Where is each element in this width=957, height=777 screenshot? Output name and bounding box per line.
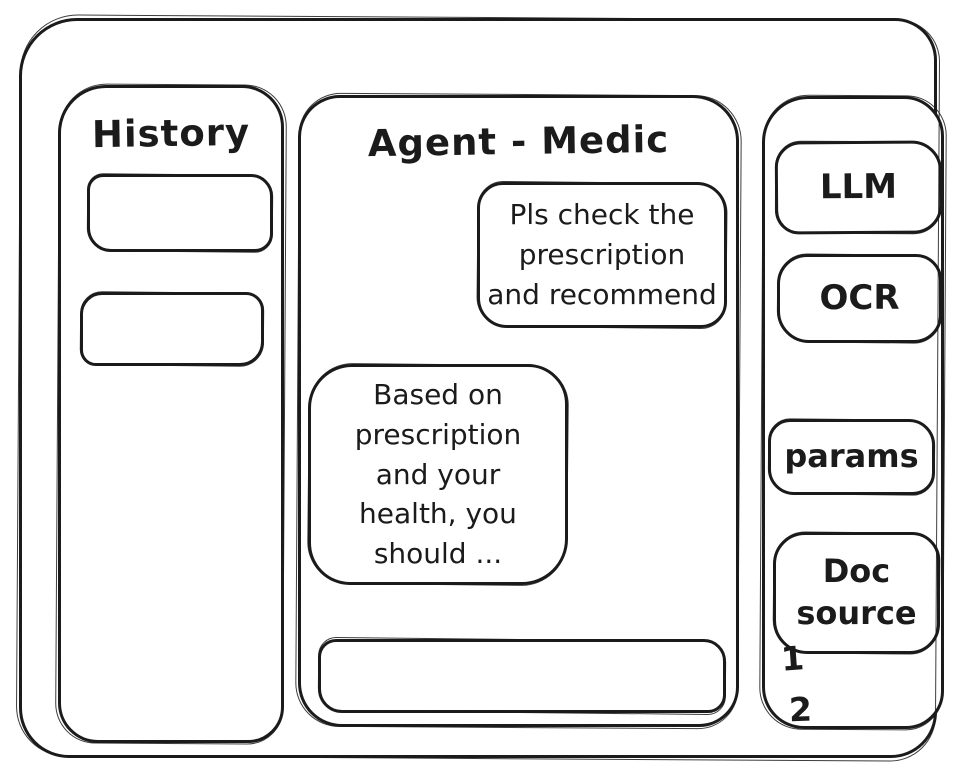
doc-source-button-label-line: source: [796, 594, 917, 632]
message-line: prescription: [518, 238, 686, 272]
message-input-bar[interactable]: [318, 639, 726, 713]
message-input[interactable]: [321, 642, 723, 710]
doc-source-button-label-line: Doc: [822, 552, 891, 591]
llm-button[interactable]: LLM: [774, 140, 943, 235]
doc-source-item-1[interactable]: 1: [779, 638, 806, 679]
message-line: should ...: [373, 537, 503, 571]
ocr-button[interactable]: OCR: [777, 254, 942, 343]
message-line: Pls check the: [509, 198, 695, 232]
chat-panel: Agent - Medic Pls check the prescription…: [298, 95, 739, 727]
history-item[interactable]: [87, 174, 273, 252]
user-message-bubble: Pls check the prescription and recommend: [477, 182, 727, 328]
doc-source-item-2[interactable]: 2: [788, 689, 813, 730]
app-window-frame: History Agent - Medic Pls check the pres…: [19, 18, 944, 758]
message-line: health, you: [359, 497, 517, 531]
params-button-label: params: [784, 437, 919, 476]
tools-panel: LLM OCR params Doc source 1 2: [762, 96, 944, 729]
history-panel-title: History: [91, 110, 251, 157]
llm-button-label: LLM: [819, 167, 898, 208]
history-item[interactable]: [80, 292, 264, 366]
history-panel: History: [58, 85, 284, 743]
chat-panel-title: Agent - Medic: [367, 117, 670, 166]
message-line: and your: [375, 457, 501, 491]
message-line: prescription: [354, 417, 522, 451]
assistant-message-bubble: Based on prescription and your health, y…: [308, 364, 568, 585]
message-line: and recommend: [487, 277, 717, 311]
ocr-button-label: OCR: [819, 278, 900, 319]
message-line: Based on: [373, 378, 503, 412]
params-button[interactable]: params: [768, 419, 935, 495]
doc-source-button[interactable]: Doc source: [773, 532, 940, 654]
